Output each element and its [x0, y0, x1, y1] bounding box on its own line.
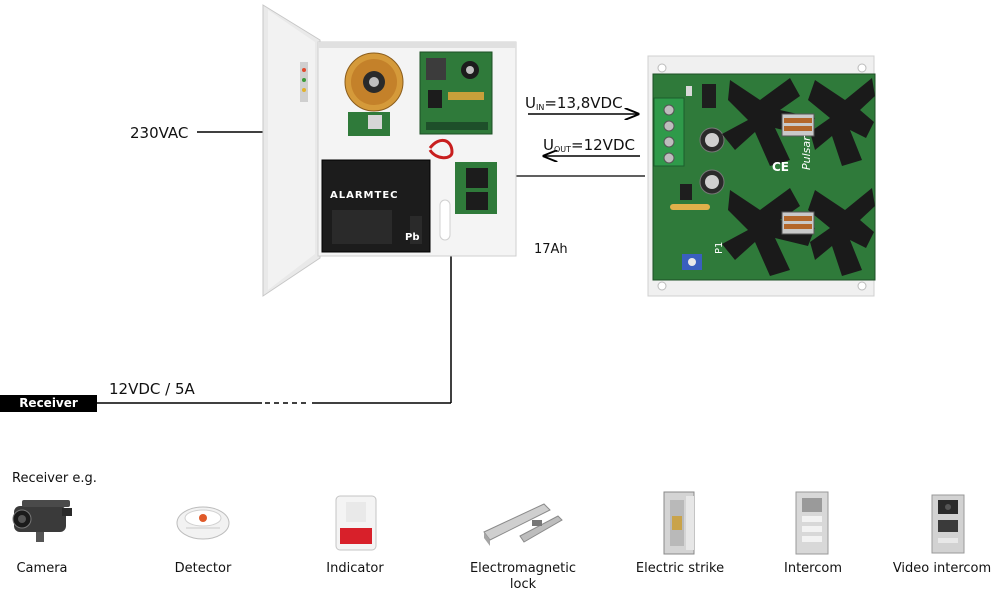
ac-input-label: 230VAC — [130, 124, 189, 142]
device-label-intercom: Intercom — [784, 561, 842, 576]
camera-icon — [12, 500, 72, 542]
intercom-icon — [795, 491, 829, 555]
receiver-box: Receiver — [0, 395, 97, 412]
device-label-electric-strike: Electric strike — [635, 561, 725, 576]
uout-sub: OUT — [553, 145, 572, 154]
module-brand: Pulsar — [800, 136, 813, 170]
dcdc-module — [647, 55, 876, 297]
indicator-icon — [335, 495, 377, 551]
uin-label: UIN=13,8VDC — [525, 94, 623, 112]
uin-u: U — [525, 94, 536, 112]
module-ce-mark: CE — [772, 160, 790, 174]
device-label-detector: Detector — [174, 561, 232, 576]
uin-value: =13,8VDC — [544, 94, 623, 112]
video-intercom-icon — [931, 494, 965, 554]
uout-label: UOUT=12VDC — [543, 136, 635, 154]
output-label: 12VDC / 5A — [109, 380, 195, 398]
device-label-electromagnetic-lock: Electromagnetic lock — [469, 561, 577, 592]
battery-brand: ALARMTEC — [330, 190, 399, 201]
detector-icon — [176, 506, 230, 540]
battery-pb-label: Pb — [405, 232, 420, 243]
electric-strike-icon — [663, 491, 695, 555]
psu-enclosure — [262, 4, 517, 297]
uout-value: =12VDC — [571, 136, 635, 154]
module-p1-label: P1 — [714, 241, 725, 254]
receiver-eg-label: Receiver e.g. — [12, 471, 97, 486]
battery-capacity-label: 17Ah — [534, 242, 568, 257]
device-label-video-intercom: Video intercom — [892, 561, 992, 576]
device-label-camera: Camera — [16, 561, 68, 576]
uin-sub: IN — [535, 103, 545, 112]
uout-u: U — [543, 136, 554, 154]
electromagnetic-lock-icon — [483, 503, 563, 546]
device-label-indicator: Indicator — [326, 561, 384, 576]
